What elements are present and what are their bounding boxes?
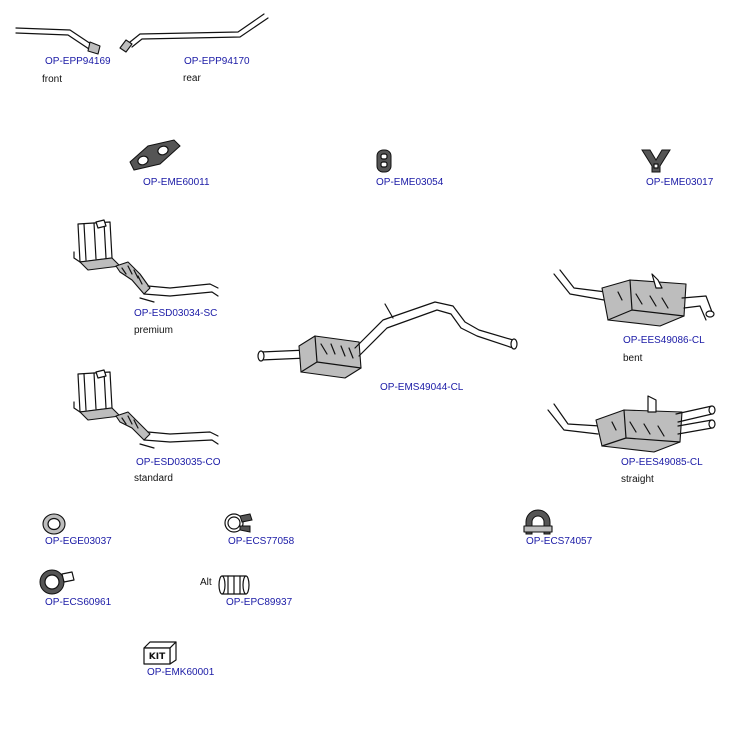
catalytic-converter-icon <box>73 369 219 449</box>
centre-silencer-icon <box>257 301 518 379</box>
note-ees49086: bent <box>623 353 643 364</box>
note-esd03034: premium <box>134 325 173 336</box>
part-code-emk60001[interactable]: OP-EMK60001 <box>147 667 215 678</box>
part-code-ecs74057[interactable]: OP-ECS74057 <box>526 536 593 547</box>
part-code-ecs77058[interactable]: OP-ECS77058 <box>228 536 295 547</box>
front-pipe-icon <box>15 27 101 55</box>
v-hanger-icon <box>641 149 671 173</box>
part-code-epp94170[interactable]: OP-EPP94170 <box>184 56 250 67</box>
u-bolt-clamp-icon <box>523 509 553 535</box>
fitting-kit-box-icon: KIT <box>142 640 178 666</box>
band-clamp-icon <box>39 569 75 595</box>
part-code-ees49086[interactable]: OP-EES49086-CL <box>623 335 705 346</box>
pipe-connector-icon <box>218 575 250 595</box>
clamp-icon <box>224 513 253 533</box>
catalytic-converter-icon <box>73 219 219 303</box>
note-epp94169: front <box>42 74 63 85</box>
part-code-ees49085[interactable]: OP-EES49085-CL <box>621 457 703 468</box>
rubber-mount-plate-icon <box>129 139 181 171</box>
part-code-epp94169[interactable]: OP-EPP94169 <box>45 56 111 67</box>
note-esd03035: standard <box>134 473 173 484</box>
note-epc89937: Alt <box>200 577 212 588</box>
kit-box-label: KIT <box>148 652 166 662</box>
rubber-hanger-icon <box>376 149 392 173</box>
note-epp94170: rear <box>183 73 201 84</box>
part-code-eme60011[interactable]: OP-EME60011 <box>143 177 210 188</box>
rear-pipe-icon <box>119 13 269 53</box>
gasket-ring-icon <box>42 513 66 535</box>
rear-silencer-straight-icon <box>547 395 716 453</box>
part-code-esd03034[interactable]: OP-ESD03034-SC <box>134 308 218 319</box>
part-code-esd03035[interactable]: OP-ESD03035-CO <box>136 457 221 468</box>
part-code-epc89937[interactable]: OP-EPC89937 <box>226 597 293 608</box>
part-code-ems49044[interactable]: OP-EMS49044-CL <box>380 382 464 393</box>
part-code-ecs60961[interactable]: OP-ECS60961 <box>45 597 112 608</box>
part-code-eme03017[interactable]: OP-EME03017 <box>646 177 714 188</box>
part-code-eme03054[interactable]: OP-EME03054 <box>376 177 444 188</box>
note-ees49085: straight <box>621 474 654 485</box>
rear-silencer-bent-icon <box>553 269 715 327</box>
part-code-ege03037[interactable]: OP-EGE03037 <box>45 536 112 547</box>
